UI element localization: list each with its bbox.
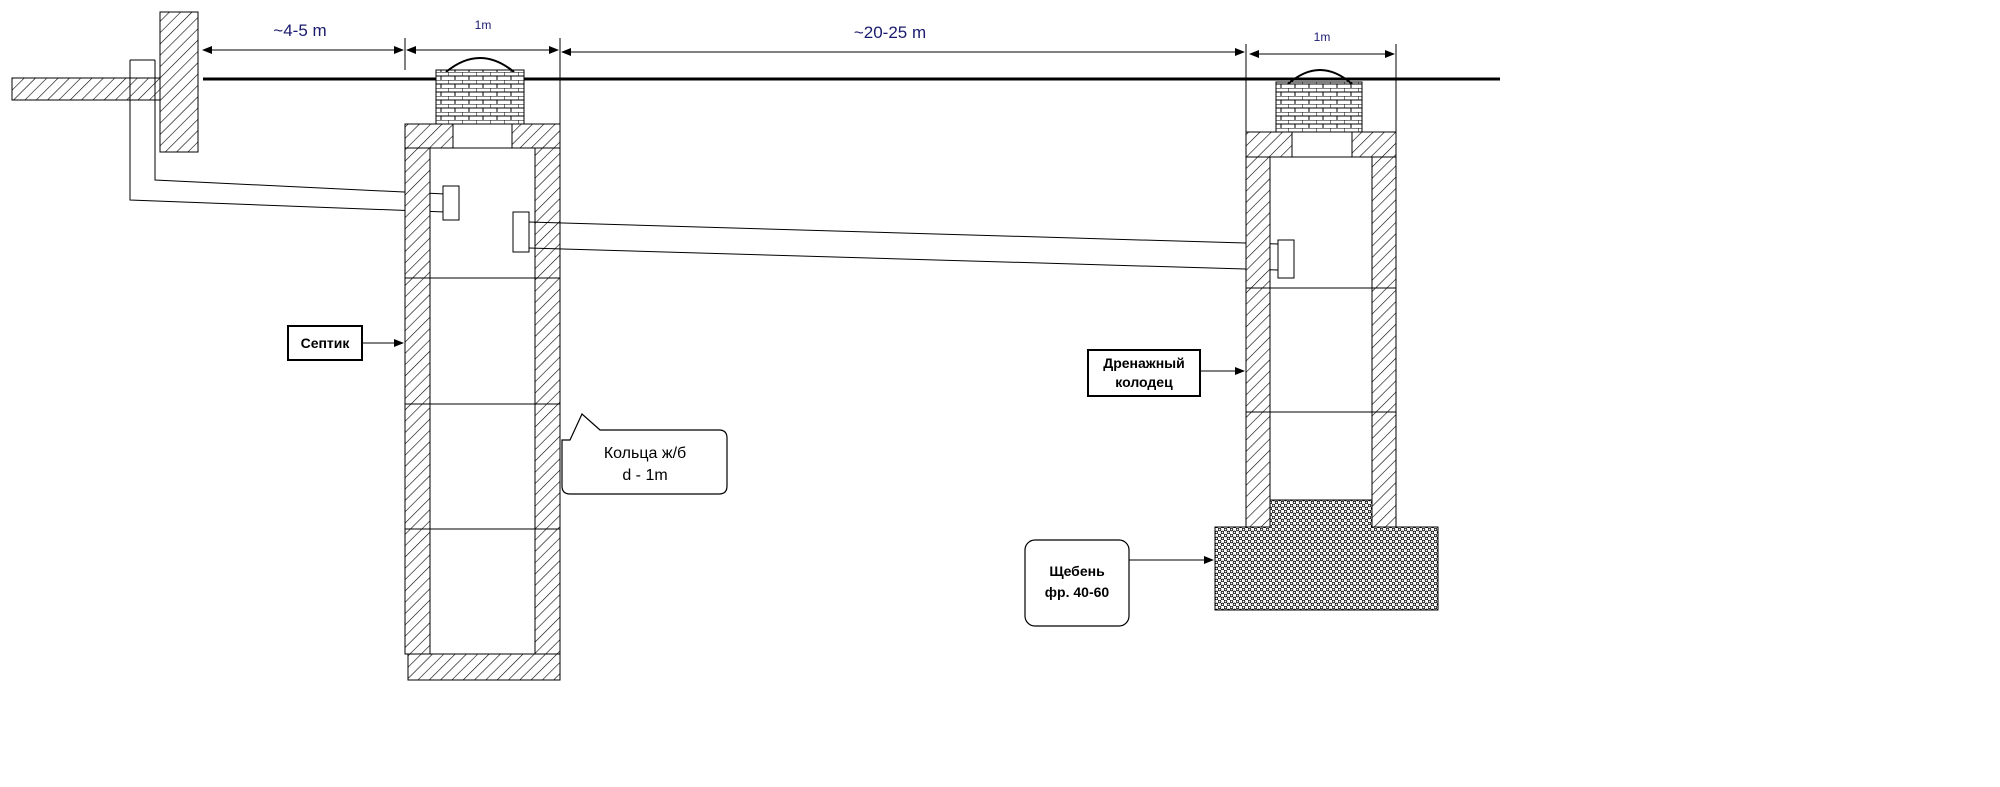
gravel-label-line1: Щебень: [1049, 563, 1105, 579]
gravel-label-line2: фр. 40-60: [1045, 584, 1110, 600]
septic-tank: [404, 57, 561, 681]
drainage-well: [1214, 69, 1439, 611]
drain-well-label-box: Дренажный колодец: [1087, 349, 1245, 397]
drain-well-label-line2: колодец: [1115, 374, 1173, 390]
septic-inlet-fitting: [442, 185, 460, 221]
dimension-house-septic: ~4-5 m: [202, 21, 406, 70]
drain-well-label-line1: Дренажный: [1103, 355, 1185, 371]
dimension-label-house-septic: ~4-5 m: [273, 21, 326, 40]
gravel-bed: [1214, 499, 1439, 611]
septic-label: Септик: [301, 335, 351, 351]
gravel-callout: Щебень фр. 40-60: [1024, 539, 1214, 627]
drain-wall-left: [1245, 156, 1271, 528]
septic-hatch-brick: [435, 69, 525, 125]
rings-label-line1: Кольца ж/б: [604, 445, 686, 462]
septic-label-box: Септик: [287, 325, 404, 361]
septic-hatch-cover: [445, 57, 515, 73]
overflow-pipe: [528, 221, 1279, 271]
dimension-septic-width: 1m: [406, 18, 561, 124]
dimension-label-drain-width: 1m: [1314, 30, 1331, 44]
rings-label-line2: d - 1m: [622, 467, 667, 484]
septic-wall-right: [534, 147, 561, 655]
drain-hatch-cover: [1287, 69, 1353, 85]
inlet-pipe: [129, 59, 446, 213]
septic-outlet-fitting: [512, 211, 530, 253]
septic-wall-left: [404, 147, 431, 655]
drain-inlet-fitting: [1277, 239, 1295, 279]
house-wall: [11, 11, 199, 153]
septic-bottom-slab: [407, 653, 561, 681]
drain-wall-right: [1371, 156, 1397, 528]
dimension-label-septic-width: 1m: [475, 18, 492, 32]
dimension-septic-drain: ~20-25 m: [561, 23, 1247, 132]
dimension-drain-width: 1m: [1249, 30, 1397, 132]
dimension-label-septic-drain: ~20-25 m: [854, 23, 926, 42]
rings-callout: Кольца ж/б d - 1m: [561, 413, 728, 495]
drain-hatch-brick: [1275, 81, 1363, 133]
